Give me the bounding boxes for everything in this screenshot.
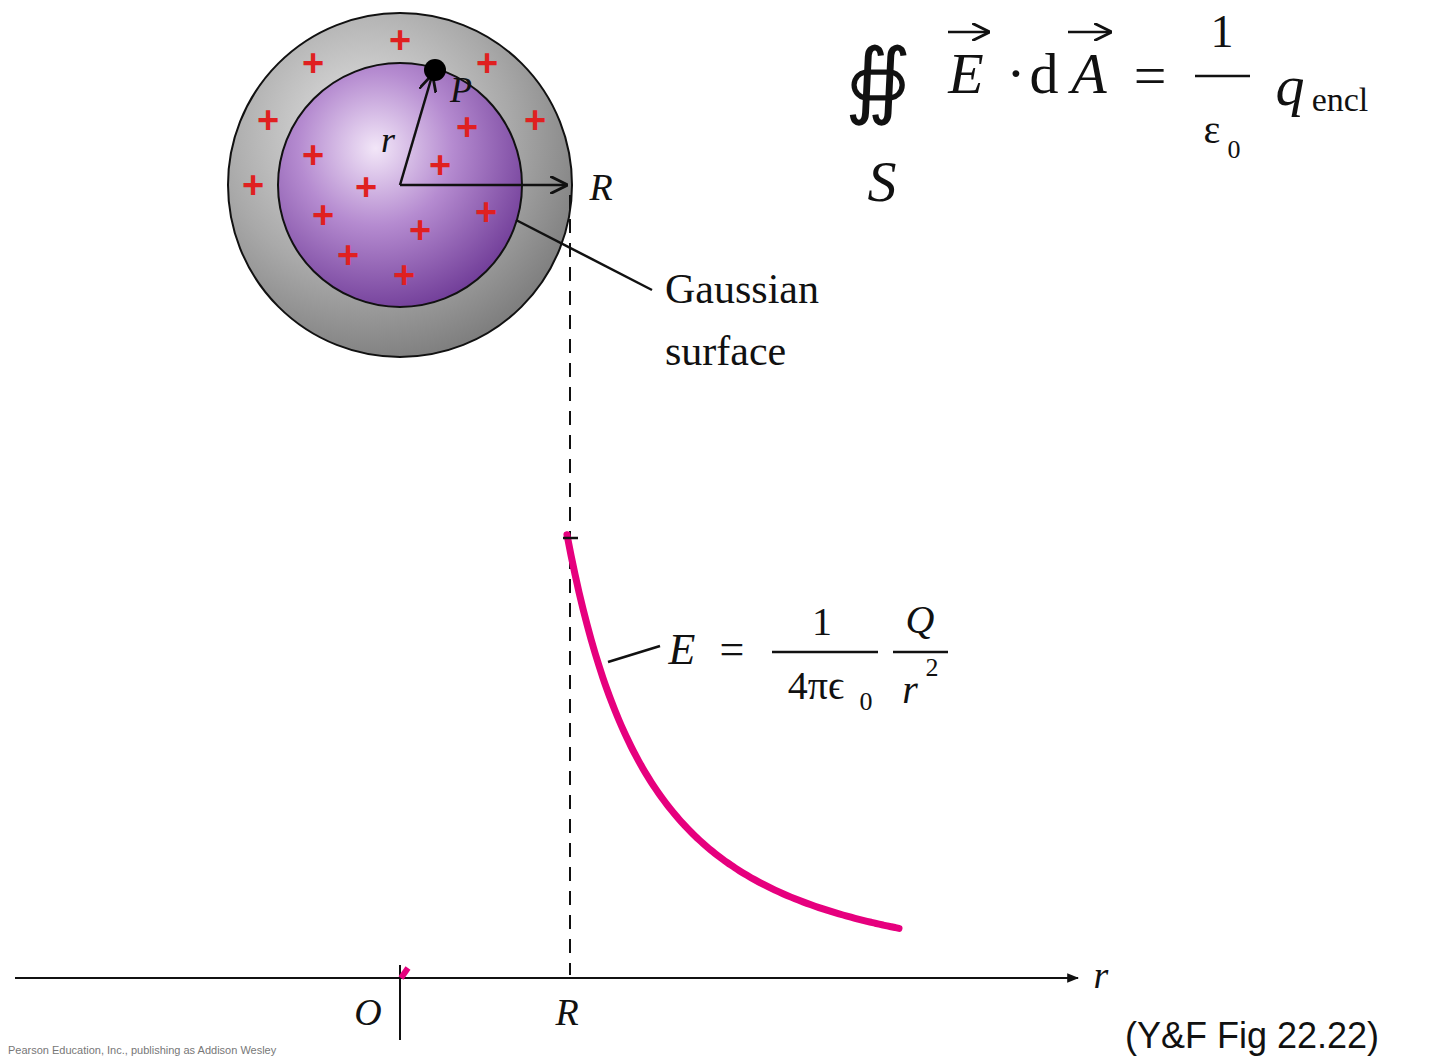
fraction-bar: [1195, 75, 1250, 78]
dashed-line: [569, 195, 571, 975]
equation-symbol: 1: [1211, 9, 1234, 55]
formula-symbol: Q: [906, 600, 935, 640]
plus-charge: +: [337, 236, 359, 274]
leader-line: [516, 220, 652, 290]
plus-charge: +: [524, 101, 546, 139]
fraction-bar: [772, 651, 878, 654]
plus-charge: +: [389, 21, 411, 59]
field-curve-inside: [401, 968, 408, 978]
plus-charge: +: [302, 136, 324, 174]
integral-sign: ∯: [845, 38, 911, 122]
plus-charge: +: [429, 146, 451, 184]
watermark: Pearson Education, Inc., publishing as A…: [8, 1045, 276, 1056]
equation-symbol: ε: [1204, 110, 1221, 150]
field-curve: [567, 535, 899, 929]
field-curve-tick: [563, 537, 578, 540]
plus-charge: +: [242, 166, 264, 204]
callout-label: Gaussian surface: [665, 258, 875, 382]
r-axis: [15, 977, 1078, 979]
equation-symbol: =: [1134, 47, 1167, 105]
equation-symbol: ·: [1006, 45, 1025, 103]
equation-symbol: A: [1071, 45, 1106, 103]
axis-label: R: [555, 993, 578, 1031]
formula-symbol: =: [720, 628, 745, 672]
equation-symbol: E: [948, 45, 983, 103]
axis-label: O: [354, 993, 381, 1031]
plus-charge: +: [312, 196, 334, 234]
plus-charge: +: [456, 108, 478, 146]
radius-label: r: [381, 122, 395, 158]
formula-symbol: 4πϵ: [788, 666, 844, 706]
leader-line: [608, 646, 660, 662]
fraction-bar: [893, 651, 948, 654]
axis-label: r: [1094, 956, 1109, 994]
equation-subscript: 0: [1228, 137, 1241, 163]
formula-subscript: 0: [860, 689, 873, 715]
plus-charge: +: [355, 168, 377, 206]
equation-subscript: encl: [1312, 83, 1369, 117]
point-p: [424, 59, 446, 81]
point-label: P: [450, 72, 472, 108]
radius-label: R: [589, 168, 612, 206]
plus-charge: +: [409, 211, 431, 249]
equation-symbol: S: [868, 153, 897, 211]
formula-superscript: 2: [926, 655, 939, 681]
plus-charge: +: [393, 256, 415, 294]
vector-arrow: [948, 31, 988, 34]
figure-caption: (Y&F Fig 22.22): [1125, 1018, 1379, 1054]
plus-charge: +: [302, 44, 324, 82]
plus-charge: +: [257, 101, 279, 139]
equation-symbol: q: [1276, 57, 1305, 115]
plus-charge: +: [475, 193, 497, 231]
radius-r-arrow: [400, 76, 432, 185]
formula-symbol: r: [902, 670, 918, 710]
formula-symbol: 1: [812, 602, 832, 642]
plus-charge: +: [476, 44, 498, 82]
charged-sphere-shell: [228, 13, 572, 357]
formula-symbol: E: [669, 628, 696, 672]
equation-symbol: d: [1030, 45, 1059, 103]
vector-arrow: [1068, 31, 1110, 34]
radius-R-arrow: [400, 184, 566, 187]
